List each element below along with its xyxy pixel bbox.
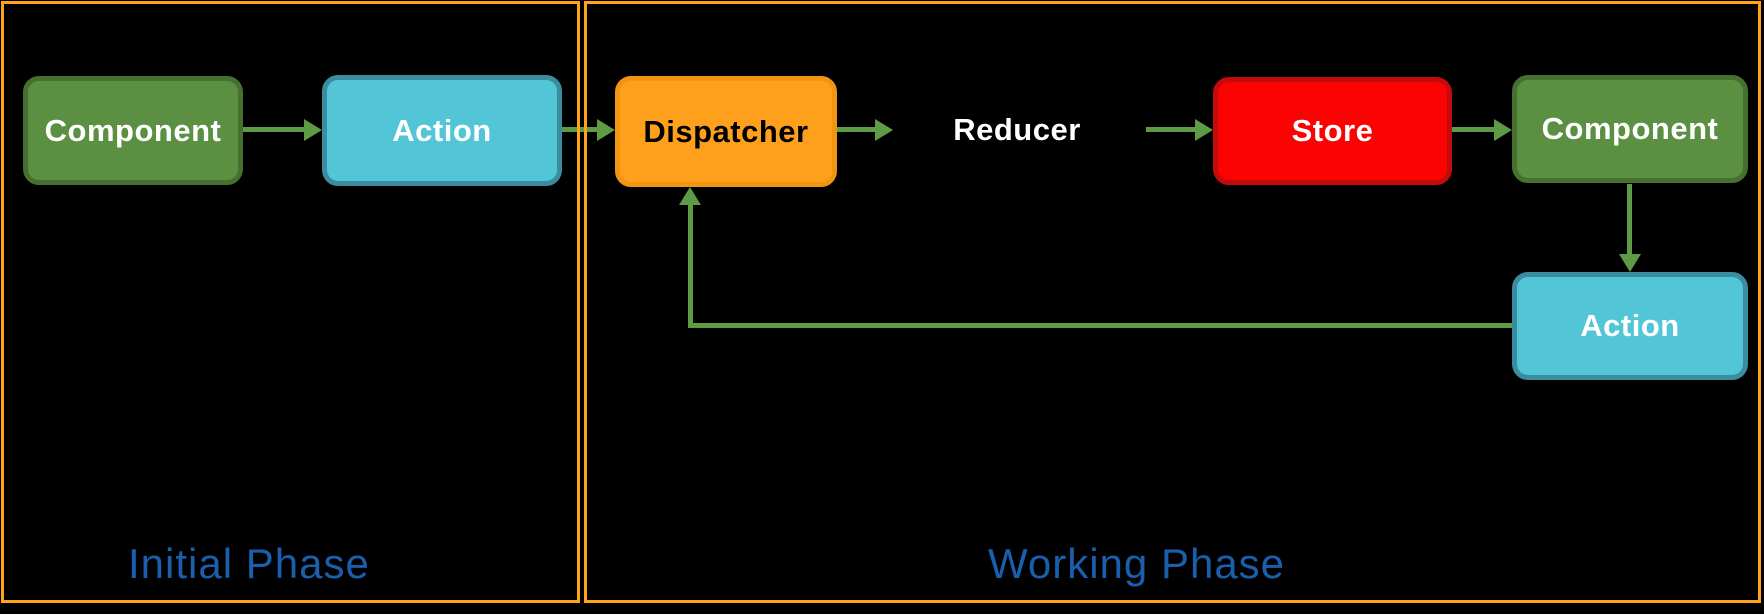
arrow-action-to-dispatcher-line: [562, 127, 598, 132]
arrowhead-right-icon: [304, 119, 322, 141]
arrowhead-right-icon: [1195, 119, 1213, 141]
node-action-initial: Action: [322, 75, 562, 186]
arrow-action-to-dispatcher-loop-vertical-line: [688, 205, 693, 328]
arrowhead-right-icon: [875, 119, 893, 141]
node-store-label: Store: [1291, 113, 1374, 148]
node-component-initial-label: Component: [44, 112, 222, 148]
arrowhead-right-icon: [1494, 119, 1512, 141]
arrowhead-right-icon: [597, 119, 615, 141]
node-component-working-label: Component: [1541, 111, 1719, 146]
node-component-working: Component: [1512, 75, 1748, 183]
arrow-component-to-action-vertical-line: [1627, 184, 1632, 254]
working-phase-label: Working Phase: [988, 540, 1286, 587]
arrowhead-up-icon: [679, 187, 701, 205]
arrow-component-to-action-line: [243, 127, 305, 132]
initial-phase-label: Initial Phase: [128, 540, 370, 587]
arrow-action-to-dispatcher-loop-horizontal-line: [688, 323, 1512, 328]
arrow-store-to-component-line: [1452, 127, 1495, 132]
arrow-dispatcher-to-reducer-line: [837, 127, 876, 132]
node-reducer: Reducer: [900, 105, 1134, 155]
node-reducer-label: Reducer: [953, 112, 1081, 147]
node-action-working-label: Action: [1580, 308, 1680, 343]
node-dispatcher-label: Dispatcher: [643, 113, 809, 149]
node-store: Store: [1213, 77, 1452, 185]
node-dispatcher: Dispatcher: [615, 76, 837, 187]
arrowhead-down-icon: [1619, 254, 1641, 272]
node-action-working: Action: [1512, 272, 1748, 380]
node-component-initial: Component: [23, 76, 243, 185]
arrow-reducer-to-store-line: [1146, 127, 1196, 132]
node-action-initial-label: Action: [392, 112, 492, 148]
